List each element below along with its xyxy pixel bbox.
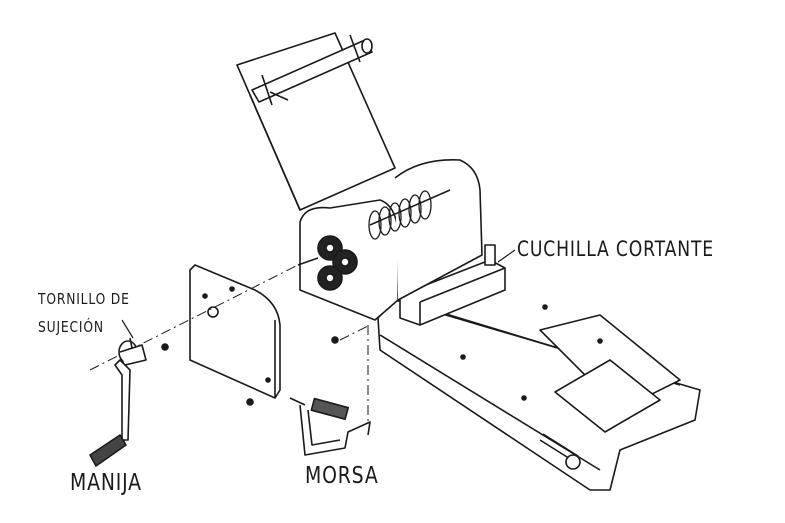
roller-housing <box>297 159 483 321</box>
top-rod <box>251 34 373 106</box>
label-cutting-blade: CUCHILLA CORTANTE <box>517 237 714 261</box>
label-handle: MANIJA <box>70 470 142 496</box>
label-screw-line2: SUJECIÓN <box>38 318 104 336</box>
base-frame <box>377 299 701 491</box>
paper-sheet <box>236 32 396 211</box>
leader-line <box>121 319 134 339</box>
screw <box>246 398 254 406</box>
label-clamp: MORSA <box>305 463 379 489</box>
screw <box>161 343 169 351</box>
assembly-axis-lines <box>89 264 371 425</box>
cutting-blade <box>399 244 506 326</box>
side-plate <box>189 264 281 399</box>
screw <box>331 336 339 344</box>
leader-line <box>497 249 516 263</box>
clamp <box>289 397 371 456</box>
handle-crank <box>89 337 147 467</box>
label-screw-line1: TORNILLO DE <box>38 290 130 308</box>
